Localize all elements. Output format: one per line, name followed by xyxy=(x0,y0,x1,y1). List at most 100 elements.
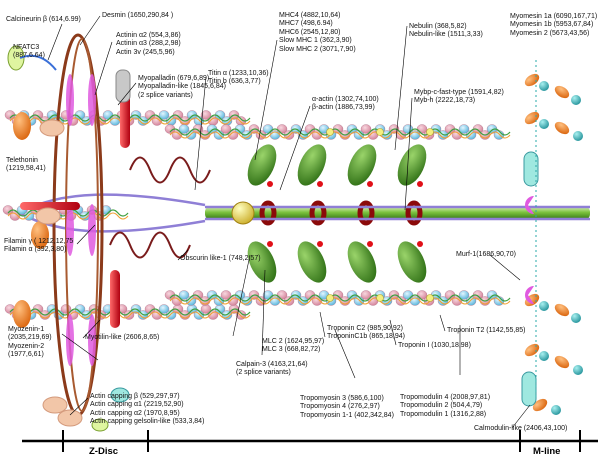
label-line: Calpain-3 (4163,21,64) xyxy=(236,361,308,368)
actin-bead xyxy=(451,130,463,140)
label-line: Titin α (1233,10,36) xyxy=(208,70,269,77)
label-line: Calmodulin-like (2406,43,100) xyxy=(474,425,568,432)
label-line: (2 splice variants) xyxy=(236,369,291,377)
leader-lines xyxy=(47,15,531,429)
label-line: β-actin (1886,73,99) xyxy=(312,104,375,112)
actin-bead xyxy=(220,124,232,134)
label-line: Actinin α3 (288,2,98) xyxy=(116,40,181,48)
nebulin-strand xyxy=(9,308,251,316)
label-mybp: Mybp-c-fast-type (1591,4,82)Myb-h (2222,… xyxy=(414,89,504,106)
label-mlc: MLC 2 (1624,95,97)MLC 3 (668,82,72) xyxy=(262,338,324,355)
label-line: (2 splice variants) xyxy=(138,91,193,99)
actin-bead xyxy=(360,124,372,134)
label-line: Telethonin xyxy=(6,157,38,164)
thick-filament xyxy=(205,206,590,220)
label-line: Tropomodulin 2 (504,4,79) xyxy=(400,402,483,410)
troponin-complex xyxy=(426,294,434,302)
actin-bead xyxy=(158,110,170,120)
z-disc-label: Z-Disc xyxy=(89,446,119,457)
actin-bead xyxy=(360,290,372,300)
label-line: Tropomyosin 4 (276,2,97) xyxy=(300,403,380,411)
myosin-heads xyxy=(247,144,427,283)
label-actin: α-actin (1302,74,100)β-actin (1886,73,99… xyxy=(312,96,379,113)
label-line: MLC 3 (668,82,72) xyxy=(262,346,321,354)
label-line: Troponin T2 (1142,55,85) xyxy=(447,327,526,334)
label-line: Obscurin like-1 (748,2,57) xyxy=(180,255,261,262)
label-capping: Actin capping β (529,297,97)Actin cappin… xyxy=(90,393,204,427)
actin-bead xyxy=(311,130,323,140)
label-line: Filamin α (392,3,80) xyxy=(4,246,67,254)
label-line: MHC4 (4882,10,64) xyxy=(279,12,341,19)
label-line: MHC6 (2545,12,80) xyxy=(279,28,341,36)
label-mhc: MHC4 (4882,10,64)MHC7 (498,6.94)MHC6 (25… xyxy=(279,12,356,54)
label-line: Slow MHC 2 (3071,7,90) xyxy=(279,45,356,53)
label-line: Murf-1(1686,90,70) xyxy=(456,251,516,258)
tropomyosin-strand xyxy=(169,297,511,305)
label-line: Filamin γ ( 1212,12,75 xyxy=(4,238,74,245)
label-line: Myomesin 2 (5673,43,56) xyxy=(510,29,590,37)
label-line: MLC 2 (1624,95,97) xyxy=(262,338,325,345)
label-desmin: Desmin (1650,290,84 ) xyxy=(102,12,173,20)
label-murf: Murf-1(1686,90,70) xyxy=(456,251,516,259)
label-line: (2035,219,69) xyxy=(8,334,52,342)
label-myotilin: Myotilin-like (2606,8,65) xyxy=(85,334,159,342)
actin-bead xyxy=(451,296,463,306)
nebulin-strand xyxy=(169,294,511,302)
label-calpain: Calpain-3 (4163,21,64)(2 splice variants… xyxy=(236,361,308,378)
label-line: Actin capping gelsolin-like (533,3,84) xyxy=(90,418,205,426)
actin-filament xyxy=(164,290,511,306)
label-line: Actinin α2 (554,3,86) xyxy=(116,32,181,39)
label-line: Troponin I (1030,18,98) xyxy=(398,342,471,349)
label-nfatc3: NFATC3(887,6.64) xyxy=(13,44,45,61)
actin-bead xyxy=(151,116,163,126)
troponin-complex xyxy=(376,294,384,302)
label-line: Nebulin-like (1511,3,33) xyxy=(409,31,483,39)
label-myozenin: Myozenin-1(2035,219,69)Myozenin-2(1977,6… xyxy=(8,326,52,360)
label-line: Myomesin 1a (6090,167,71) xyxy=(510,13,598,20)
label-line: NFATC3 xyxy=(13,44,40,51)
label-line: MHC7 (498,6.94) xyxy=(279,20,333,28)
label-line: Myopalladin (679,6,89) xyxy=(138,75,210,82)
label-troponin-t: Troponin T2 (1142,55,85) xyxy=(447,327,525,335)
label-line: (1977,6,61) xyxy=(8,351,44,359)
label-line: Desmin (1650,290,84 ) xyxy=(102,12,174,19)
actin-bead xyxy=(311,296,323,306)
label-line: Tropomyosin 1-1 (402,342,84) xyxy=(300,411,394,419)
label-myomesin: Myomesin 1a (6090,167,71)Myomesin 1b (59… xyxy=(510,13,597,38)
actin-bead xyxy=(178,290,190,300)
label-line: Calcineurin β (614,6.99) xyxy=(6,16,81,23)
actin-bead xyxy=(151,310,163,320)
label-tropomodulin: Tropomodulin 4 (2008,97,81)Tropomodulin … xyxy=(400,394,490,419)
label-line: Actin capping α1 (2219,52,90) xyxy=(90,401,184,409)
label-obscurin: Obscurin like-1 (748,2,57) xyxy=(180,255,261,263)
label-line: Actin capping α2 (1970,8,95) xyxy=(90,409,180,417)
actin-bead xyxy=(200,110,212,120)
label-calcineurin: Calcineurin β (614,6.99) xyxy=(6,16,81,24)
label-line: TroponinC1b (865,18,94) xyxy=(327,333,405,341)
label-tropomyosin: Tropomyosin 3 (586,6,100)Tropomyosin 4 (… xyxy=(300,395,394,420)
label-line: α-actin (1302,74,100) xyxy=(312,96,379,103)
label-line: Titin b (636,3,77) xyxy=(208,78,261,86)
label-troponin-c: Troponin C2 (985,90,92)TroponinC1b (865,… xyxy=(327,325,405,342)
actin-filament xyxy=(164,124,511,140)
label-line: Troponin C2 (985,90,92) xyxy=(327,325,404,332)
label-line: Nebulin (368,5,82) xyxy=(409,23,467,30)
m-line-structures xyxy=(521,60,583,415)
sarcomere-axis xyxy=(22,430,598,452)
label-line: Slow MHC 1 (362,3,90) xyxy=(279,37,352,45)
actin-bead xyxy=(207,310,219,320)
troponin-complex xyxy=(426,128,434,136)
actin-bead xyxy=(171,130,183,140)
label-line: Tropomyosin 3 (586,6,100) xyxy=(300,395,384,402)
label-line: Tropomodulin 1 (1316,2,88) xyxy=(400,410,487,418)
label-line: (887,6.64) xyxy=(13,52,45,60)
label-line: (1219,58,41) xyxy=(6,165,46,173)
mybp-rings xyxy=(259,200,423,226)
label-line: Tropomodulin 4 (2008,97,81) xyxy=(400,394,491,401)
label-line: Myopalladin-like (1845,6,84) xyxy=(138,83,226,91)
label-line: Mybp-c-fast-type (1591,4,82) xyxy=(414,89,504,96)
actin-bead xyxy=(227,296,239,306)
label-line: Actin capping β (529,297,97) xyxy=(90,393,180,400)
actin-bead xyxy=(458,124,470,134)
